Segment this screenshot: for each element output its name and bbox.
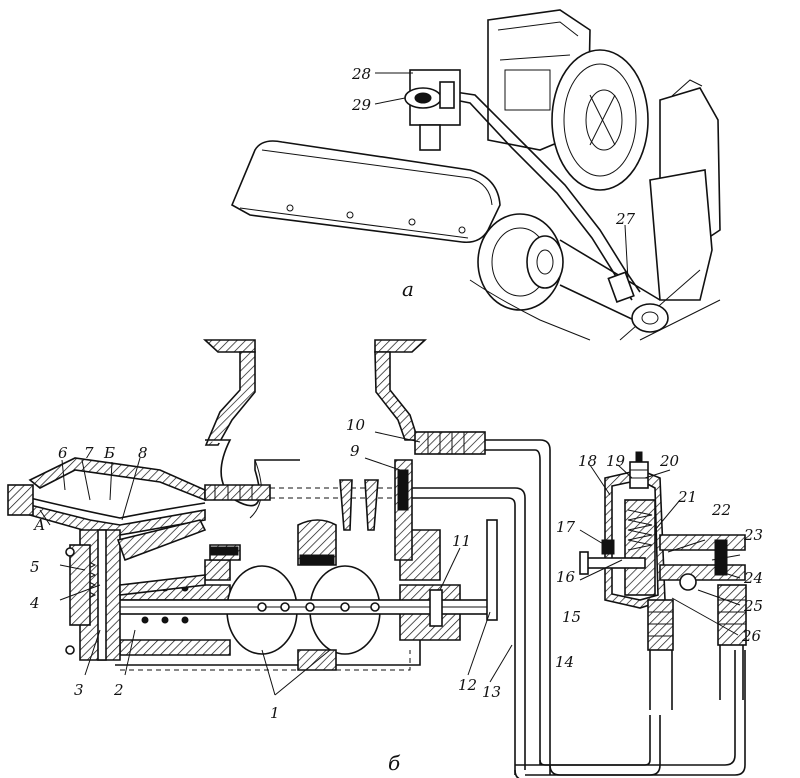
callout-22: 22 [711, 501, 731, 519]
callout-4: 4 [29, 594, 40, 612]
callout-16: 16 [556, 568, 576, 586]
callout-2: 2 [113, 681, 124, 699]
throttle-shaft [114, 519, 498, 627]
callout-9: 9 [350, 442, 360, 460]
pressure-regulator [579, 451, 747, 710]
engine-block [487, 9, 721, 341]
callout-21: 21 [677, 488, 697, 506]
callout-A: А [33, 516, 45, 534]
callout-19: 19 [606, 452, 626, 470]
callout-12: 12 [458, 676, 477, 694]
callout-6: 6 [58, 444, 68, 462]
callout-1: 1 [270, 704, 280, 722]
callout-23: 23 [743, 526, 763, 544]
pipeline [404, 69, 641, 303]
alternator [469, 213, 669, 341]
callout-17: 17 [556, 518, 576, 536]
callout-8: 8 [138, 444, 148, 462]
callout-10: 10 [346, 416, 366, 434]
callout-18: 18 [578, 452, 597, 470]
intake-pipe [202, 339, 428, 446]
nozzles [339, 459, 413, 561]
crank-pulley [551, 49, 649, 191]
callout-25: 25 [743, 597, 763, 615]
callout-B: Б [103, 444, 115, 462]
fitting-10 [414, 431, 486, 455]
diaphragm-chamber [7, 457, 271, 661]
callout-26: 26 [741, 627, 762, 645]
callout-11: 11 [452, 532, 471, 550]
callout-27: 27 [615, 210, 636, 228]
throttle-disks [209, 519, 381, 671]
caption-b: б [388, 751, 401, 775]
caption-a: а [402, 277, 414, 301]
callout-15: 15 [562, 608, 581, 626]
valve-cover [230, 140, 501, 244]
callout-20: 20 [659, 452, 680, 470]
gas-lines [412, 439, 746, 778]
engine-view-a: 28 29 27 а [230, 9, 721, 341]
callout-5: 5 [30, 558, 40, 576]
callout-13: 13 [482, 683, 501, 701]
callout-29: 29 [351, 96, 372, 114]
leader-lines [39, 431, 741, 696]
callout-3: 3 [74, 681, 84, 699]
callout-24: 24 [743, 569, 763, 587]
callout-14: 14 [555, 653, 574, 671]
callout-7: 7 [84, 444, 94, 462]
section-view-b: 1 2 3 4 5 6 7 8 9 10 11 12 13 14 15 16 1… [7, 339, 763, 778]
callout-28: 28 [351, 65, 371, 83]
